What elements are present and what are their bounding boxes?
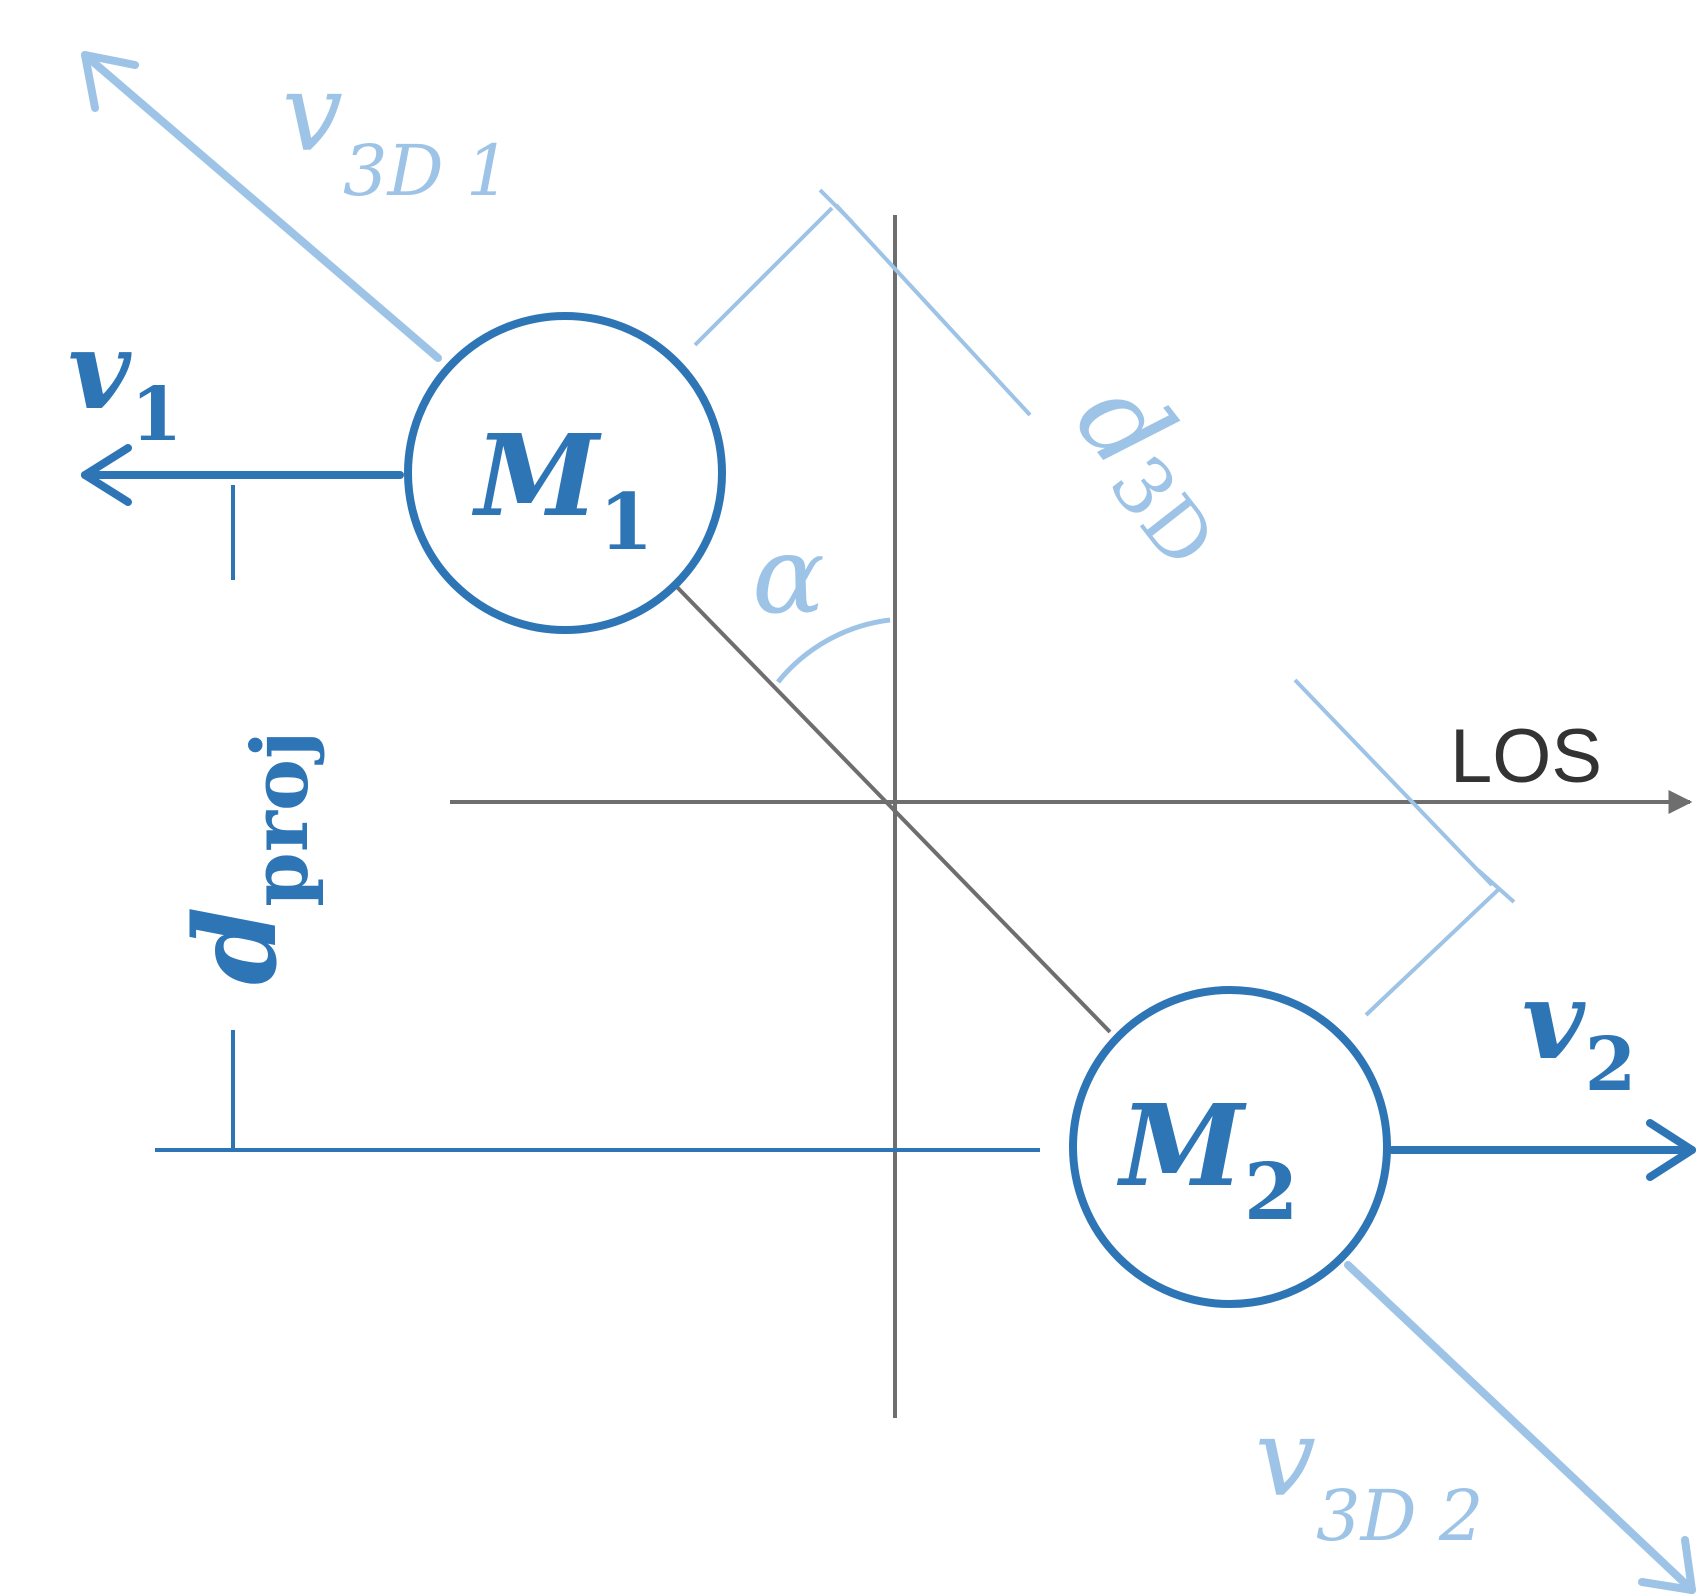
v3d1-label: v3D 1 — [282, 51, 510, 212]
alpha-arc — [776, 617, 891, 684]
v3d1-arrow — [81, 51, 442, 362]
v3d2-label: v3D 2 — [1255, 1396, 1483, 1557]
v2-arrow — [1388, 1119, 1696, 1181]
mass-1-circle — [404, 312, 726, 634]
los-label: LOS — [1450, 714, 1602, 799]
d3d-label: d3D — [1048, 357, 1267, 584]
v1-label-sub: 1 — [131, 372, 183, 458]
v1-label-base: v — [68, 308, 132, 434]
v3d2-arrow — [1344, 1261, 1696, 1594]
v3d1-label-sub: 3D 1 — [343, 130, 510, 212]
mass-1-label-sub: 1 — [599, 477, 653, 568]
v2-label-base: v — [1522, 958, 1586, 1084]
dproj-dimension — [155, 485, 1040, 1152]
mass-2-label-sub: 2 — [1244, 1147, 1298, 1238]
alpha-label: α — [752, 513, 825, 638]
separation-line — [673, 583, 1112, 1034]
v2-label: v2 — [1522, 958, 1636, 1108]
mass-2-label-base: M — [1116, 1081, 1247, 1212]
v3d2-label-sub: 3D 2 — [1316, 1475, 1483, 1557]
d3d-dimension — [693, 188, 1516, 1017]
v3d2-label-base: v — [1255, 1396, 1316, 1521]
v2-label-sub: 2 — [1585, 1022, 1637, 1108]
v1-arrow — [81, 444, 404, 506]
v1-label: v1 — [68, 308, 182, 458]
mass-2-circle — [1069, 986, 1391, 1308]
dproj-label: dproj — [171, 731, 326, 985]
dproj-label-base: d — [171, 907, 302, 985]
mass-1-label-base: M — [471, 411, 602, 542]
mass-2-label: M2 — [1116, 1081, 1298, 1238]
mass-1-label: M1 — [471, 411, 653, 568]
dproj-label-sub: proj — [235, 731, 326, 907]
v3d1-label-base: v — [282, 51, 343, 176]
